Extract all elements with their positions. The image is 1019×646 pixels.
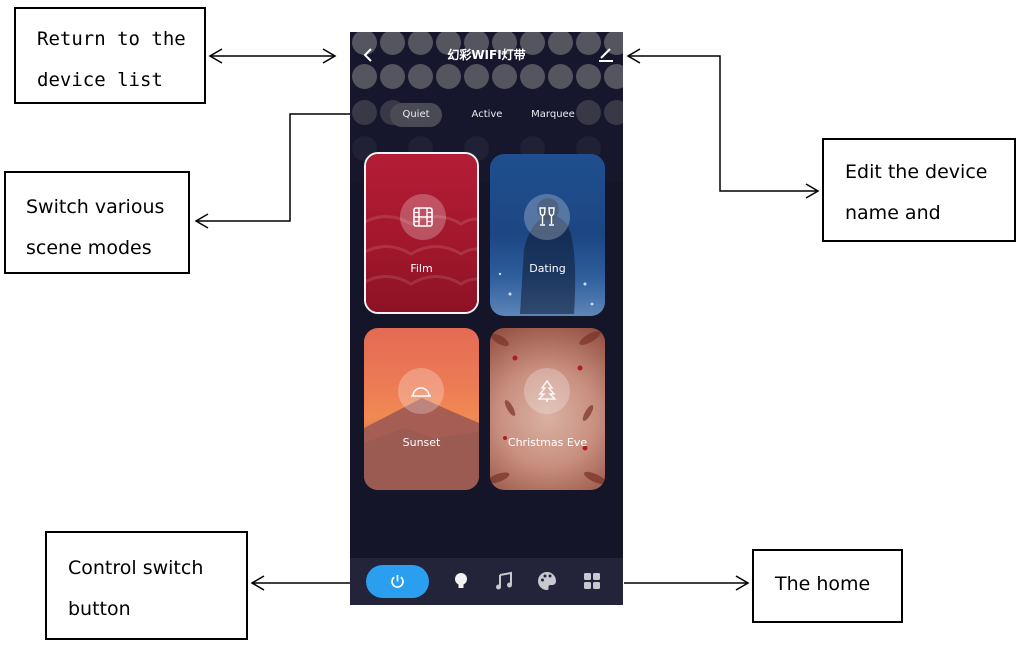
bottom-nav-bar (350, 558, 623, 605)
phone-screen: 幻彩WIFI灯带 Quiet Active Marquee (350, 32, 623, 605)
dating-background (490, 154, 605, 316)
annotation-edit-line2: name and (845, 202, 941, 224)
pattern-dot (548, 32, 573, 55)
pattern-dot (520, 64, 545, 89)
tab-active[interactable]: Active (471, 109, 503, 120)
pattern-dot (576, 64, 601, 89)
pattern-dot (604, 64, 623, 89)
annotation-return: Return to the device list (14, 7, 206, 104)
scene-mode-tabs: Quiet Active Marquee (378, 103, 598, 127)
scene-card-film[interactable]: Film (364, 152, 479, 314)
pattern-dot (408, 32, 433, 55)
bulb-icon (455, 573, 467, 588)
arrow-edit (628, 55, 818, 192)
pattern-dot (604, 100, 623, 125)
christmas-icon-circle (524, 368, 570, 414)
chevron-left-icon (363, 48, 372, 62)
scene-label-sunset: Sunset (402, 436, 441, 449)
annotation-switch-line1: Control switch (68, 557, 204, 579)
pattern-dot (352, 100, 377, 125)
pattern-dot (464, 32, 489, 55)
pattern-dot (492, 32, 517, 55)
sunset-icon (411, 387, 431, 397)
pattern-dot (576, 100, 601, 125)
sunset-background (364, 328, 479, 490)
pattern-dot (492, 64, 517, 89)
palette-icon (538, 572, 557, 590)
pattern-dot (408, 64, 433, 89)
annotation-return-line1: Return to the (37, 28, 186, 50)
music-icon (496, 571, 512, 590)
scene-label-dating: Dating (529, 262, 566, 275)
arrow-scenes (196, 113, 350, 222)
pattern-dot (352, 64, 377, 89)
tab-quiet[interactable]: Quiet (390, 103, 442, 127)
annotation-scenes-line1: Switch various (26, 196, 165, 218)
pattern-dot (576, 32, 601, 55)
pattern-dot (436, 64, 461, 89)
tab-marquee[interactable]: Marquee (531, 109, 575, 120)
power-button[interactable] (366, 565, 429, 598)
scene-card-dating[interactable]: Dating (490, 154, 605, 316)
pattern-dot (548, 64, 573, 89)
power-icon (391, 575, 404, 588)
annotation-switch: Control switch button (45, 531, 248, 640)
pattern-dot (520, 32, 545, 55)
edit-button[interactable] (597, 45, 615, 63)
annotation-return-line2: device list (37, 69, 163, 91)
christmas-tree-icon (537, 379, 557, 402)
annotation-scenes: Switch various scene modes (4, 171, 190, 274)
device-title: 幻彩WIFI灯带 (447, 48, 526, 62)
pattern-dot (380, 64, 405, 89)
annotation-home-line1: The home (775, 573, 871, 595)
film-icon-circle (400, 194, 446, 240)
nav-palette-button[interactable] (536, 570, 558, 592)
christmas-background (490, 328, 605, 490)
annotation-switch-line2: button (68, 598, 131, 620)
nav-home-button[interactable] (581, 570, 603, 592)
pattern-dot (464, 64, 489, 89)
home-grid-icon (584, 573, 600, 589)
pattern-dot (380, 32, 405, 55)
film-icon (413, 207, 433, 227)
pencil-icon (599, 48, 613, 62)
dating-icon-circle (524, 194, 570, 240)
scene-card-sunset[interactable]: Sunset (364, 328, 479, 490)
annotation-home: The home (752, 549, 903, 623)
annotation-scenes-line2: scene modes (26, 237, 152, 259)
nav-music-button[interactable] (494, 570, 516, 592)
back-button[interactable] (358, 44, 378, 66)
annotation-edit: Edit the device name and (822, 138, 1016, 242)
scene-label-christmas-eve: Christmas Eve (507, 436, 588, 449)
annotation-edit-line1: Edit the device (845, 161, 988, 183)
pattern-dot (436, 32, 461, 55)
film-background (366, 154, 477, 312)
sunset-icon-circle (398, 368, 444, 414)
scene-label-film: Film (410, 262, 433, 275)
nav-bulb-button[interactable] (450, 570, 472, 592)
wine-glasses-icon (539, 207, 555, 226)
scene-card-christmas-eve[interactable]: Christmas Eve (490, 328, 605, 490)
